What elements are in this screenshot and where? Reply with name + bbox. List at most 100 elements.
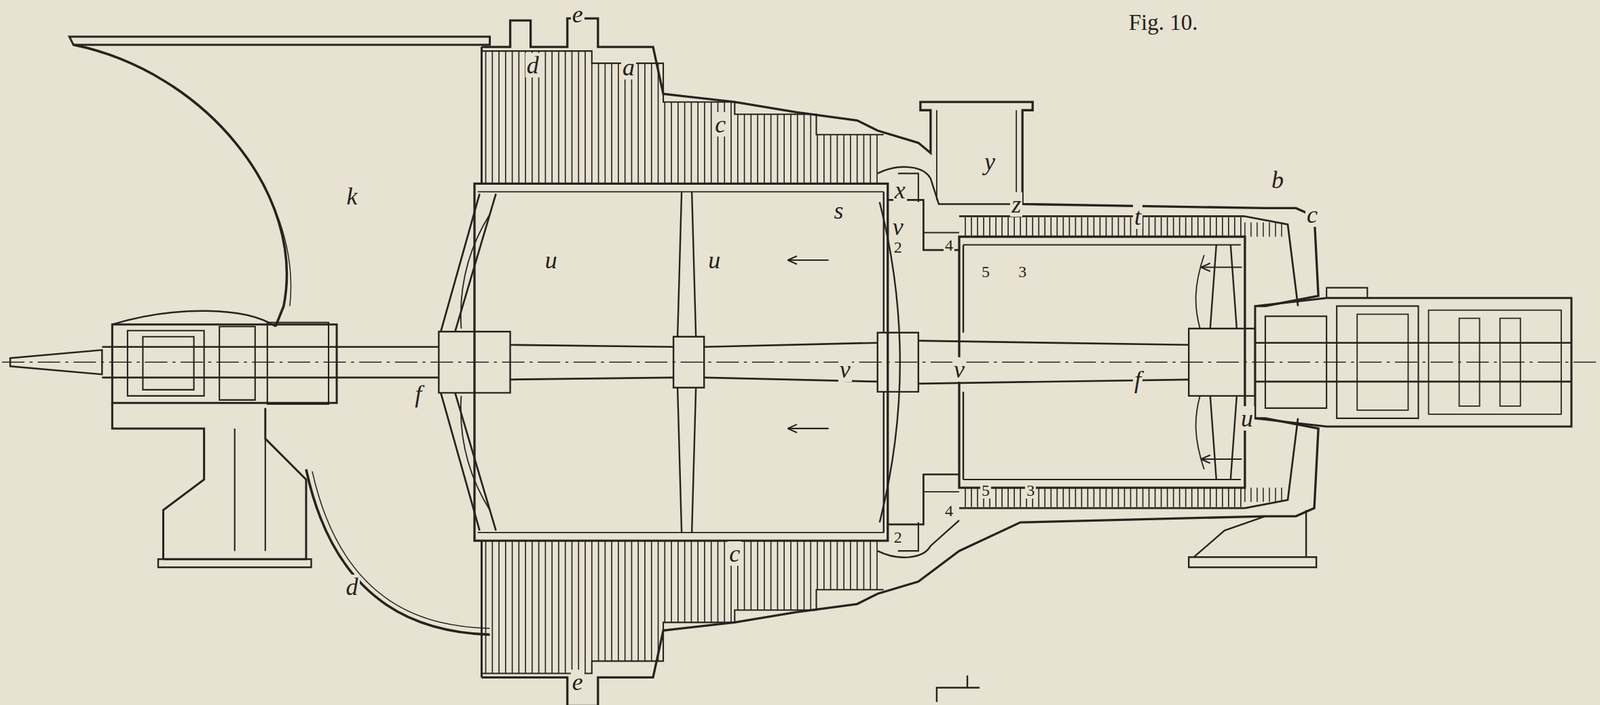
blade (876, 134, 878, 184)
shaft-end (10, 349, 102, 375)
blade (863, 134, 865, 184)
blade (743, 540, 746, 610)
blade (1166, 217, 1169, 237)
blade (564, 540, 567, 673)
blade (538, 540, 540, 673)
blade (511, 50, 514, 184)
blade (631, 540, 633, 661)
blade (1062, 487, 1064, 508)
blade (750, 114, 753, 184)
blade (610, 63, 613, 184)
blade (610, 540, 613, 661)
blade (1013, 487, 1015, 508)
blade (498, 540, 500, 673)
pedestal-foot (158, 558, 311, 567)
blade (598, 63, 600, 184)
callout-number: 2 (892, 528, 904, 546)
blade (816, 540, 818, 590)
callout-number: 5 (980, 481, 992, 499)
blade (1250, 487, 1252, 502)
blade (836, 134, 839, 184)
blade (1197, 217, 1199, 237)
blade (1118, 217, 1120, 237)
blade (1087, 217, 1089, 237)
blade (1111, 217, 1114, 237)
blade (1081, 217, 1083, 237)
blade (1099, 217, 1102, 237)
blade (756, 114, 759, 184)
blade (697, 540, 699, 622)
blade (604, 63, 607, 184)
gland (219, 322, 329, 404)
blade (809, 540, 812, 610)
blade (703, 101, 706, 184)
blade (1191, 487, 1193, 508)
blade (790, 114, 792, 184)
casing-foot (1188, 509, 1317, 567)
blade (730, 101, 732, 184)
blade (664, 101, 666, 184)
part-letter: u (1239, 405, 1255, 431)
callout-number: 3 (1025, 481, 1036, 499)
bearing (112, 324, 337, 404)
blade (1069, 487, 1071, 508)
blade (982, 217, 985, 237)
blade-tip-line (481, 589, 884, 673)
blade (737, 114, 739, 184)
blade (1228, 487, 1230, 508)
figure-title: Fig. 10. (1127, 11, 1200, 34)
blade (1244, 487, 1246, 502)
blade (545, 540, 547, 673)
blade (1087, 487, 1089, 508)
blade (710, 101, 713, 184)
dummy-piston (887, 199, 960, 525)
blade (1173, 217, 1175, 237)
blade (1075, 487, 1077, 508)
blade (964, 217, 966, 237)
blade (1234, 217, 1236, 237)
blade (485, 50, 487, 184)
blade (796, 540, 799, 610)
blade (670, 101, 673, 184)
steam-chamber (877, 519, 960, 558)
blade (849, 540, 852, 590)
blade (1099, 487, 1102, 508)
blade (803, 540, 806, 610)
drawing (2, 18, 1598, 705)
blade (1173, 487, 1175, 508)
callout-number: 2 (892, 238, 904, 256)
blade (1179, 217, 1181, 237)
bearing-shell (1459, 318, 1521, 406)
disc (883, 191, 885, 533)
blade (1160, 487, 1163, 508)
blade (505, 540, 507, 673)
blade (524, 540, 527, 673)
blade (995, 487, 997, 508)
blade (803, 114, 806, 184)
bearing-cap (112, 310, 276, 327)
blade (989, 217, 991, 237)
blade (790, 540, 792, 610)
part-letter: z (1010, 192, 1023, 217)
blade (584, 540, 586, 673)
blade (1154, 217, 1157, 237)
blade (617, 540, 620, 661)
part-letter: v (952, 357, 966, 382)
flow-arrow (1200, 454, 1211, 463)
blade (1154, 487, 1157, 508)
blade (1256, 487, 1258, 502)
bearing (1255, 298, 1572, 427)
blade (1025, 217, 1028, 237)
blade (1221, 487, 1224, 508)
blade (598, 540, 600, 661)
blade (1062, 217, 1064, 237)
part-letter: y (982, 149, 997, 174)
blade (577, 540, 580, 673)
blade (976, 487, 979, 508)
cone-disc (440, 193, 496, 531)
part-letter: u (706, 247, 722, 273)
blade (703, 540, 706, 622)
blade (849, 134, 852, 184)
blade (1256, 221, 1258, 237)
